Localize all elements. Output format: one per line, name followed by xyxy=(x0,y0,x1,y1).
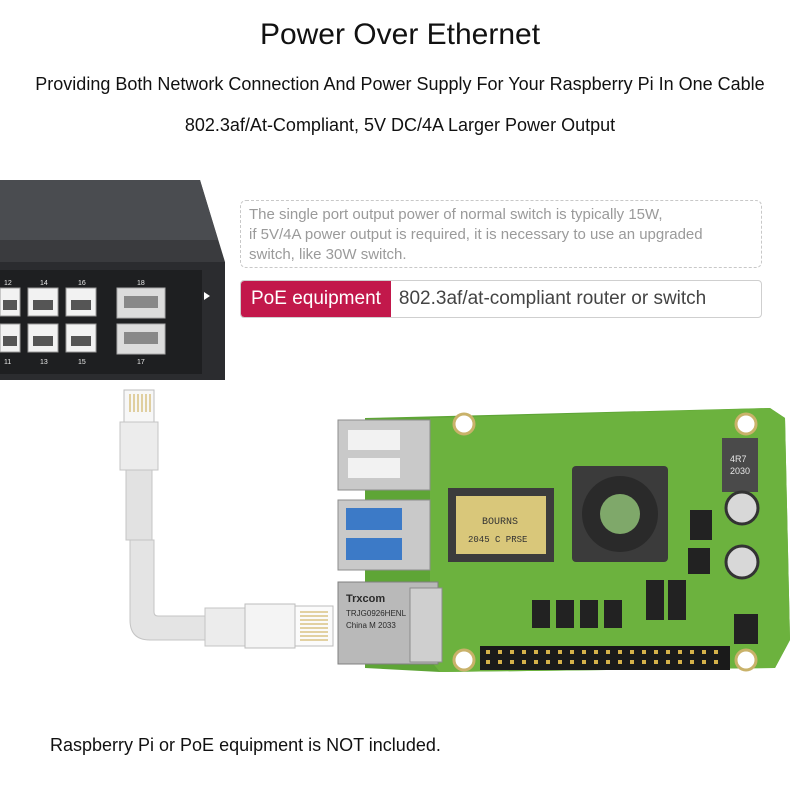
inductor-text: 4R7 xyxy=(730,454,747,464)
note-line: The single port output power of normal s… xyxy=(249,206,663,223)
page-subtitle: Providing Both Network Connection And Po… xyxy=(35,74,765,94)
chip-text: 2045 C PRSE xyxy=(468,535,527,545)
not-included-note: Raspberry Pi or PoE equipment is NOT inc… xyxy=(50,735,441,755)
jack-text: TRJG0926HENL xyxy=(346,609,407,618)
spec-line: 802.3af/At-Compliant, 5V DC/4A Larger Po… xyxy=(184,115,616,135)
product-illustration: 12 14 16 18 11 13 15 17 xyxy=(0,180,790,672)
port-label: 13 xyxy=(40,359,48,366)
note-line: if 5V/4A power output is required, it is… xyxy=(249,226,703,243)
port-label: 11 xyxy=(4,359,11,366)
chip-text: BOURNS xyxy=(482,517,518,528)
switch-power-note: The single port output power of normal s… xyxy=(240,200,762,268)
note-line: switch, like 30W switch. xyxy=(249,246,407,263)
jack-text: China M 2033 xyxy=(346,621,396,630)
port-label: 12 xyxy=(4,280,12,287)
ethernet-cable xyxy=(119,389,334,649)
page-title: Power Over Ethernet xyxy=(259,18,541,51)
port-label: 14 xyxy=(40,280,48,287)
poe-equipment-label: PoE equipment xyxy=(241,281,391,317)
port-label: 17 xyxy=(137,359,145,366)
port-label: 18 xyxy=(137,280,145,287)
port-label: 15 xyxy=(78,359,86,366)
raspberry-pi-poe-hat xyxy=(337,408,790,672)
inductor-text: 2030 xyxy=(730,466,750,476)
jack-text: Trxcom xyxy=(346,593,385,605)
network-switch xyxy=(0,180,225,380)
poe-equipment-callout: PoE equipment 802.3af/at-compliant route… xyxy=(240,280,762,318)
poe-equipment-description: 802.3af/at-compliant router or switch xyxy=(398,288,707,309)
port-label: 16 xyxy=(78,280,86,287)
